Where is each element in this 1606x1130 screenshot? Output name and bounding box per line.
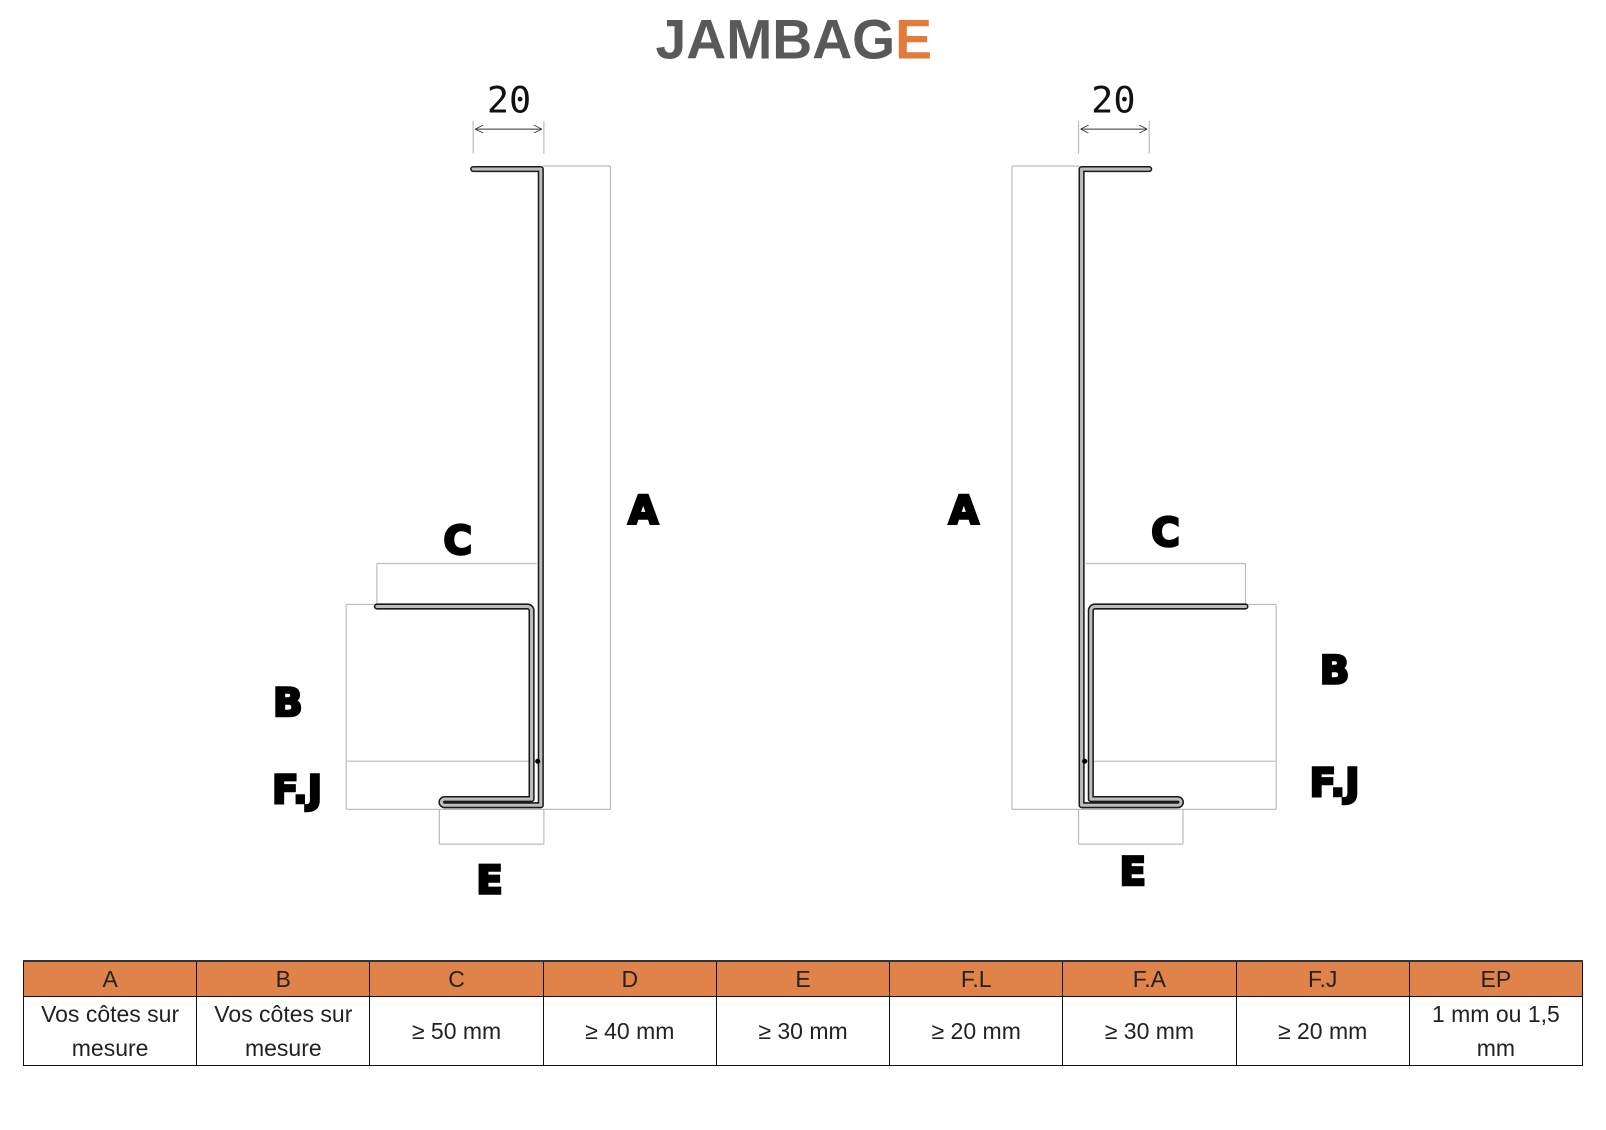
value-c: ≥ 50 mm — [369, 996, 544, 1066]
right-label-e: E — [1120, 850, 1147, 895]
table-row: Vos côtes sur mesure Vos côtes sur mesur… — [22, 996, 1584, 1066]
left-label-fj: F.J — [272, 768, 322, 813]
header-e: E — [715, 960, 891, 997]
header-c: C — [369, 960, 544, 997]
value-fj: ≥ 20 mm — [1235, 996, 1410, 1066]
value-fl: ≥ 20 mm — [889, 996, 1064, 1066]
left-profile: 20 A C B F.J E — [271, 79, 660, 905]
value-ep: 1 mm ou 1,5 mm — [1408, 996, 1584, 1066]
value-b: Vos côtes sur mesure — [196, 996, 371, 1066]
right-profile: 20 A C B F.J E — [947, 79, 1360, 897]
right-label-a: A — [949, 489, 979, 534]
header-fa: F.A — [1062, 960, 1237, 997]
value-a: Vos côtes sur mesure — [22, 996, 198, 1066]
value-fa: ≥ 30 mm — [1062, 996, 1237, 1066]
left-label-a: A — [628, 489, 658, 534]
table-header-row: A B C D E F.L F.A F.J EP — [22, 960, 1584, 997]
header-fj: F.J — [1235, 960, 1410, 997]
left-label-b: B — [273, 681, 303, 726]
right-label-b: B — [1320, 648, 1350, 693]
dimensions-table: A B C D E F.L F.A F.J EP Vos côtes sur m… — [22, 960, 1584, 1066]
header-fl: F.L — [889, 960, 1064, 997]
value-d: ≥ 40 mm — [542, 996, 717, 1066]
right-flange-dimension: 20 — [1091, 79, 1135, 122]
right-label-fj: F.J — [1310, 761, 1360, 806]
header-d: D — [542, 960, 717, 997]
header-b: B — [196, 960, 371, 997]
left-label-e: E — [476, 858, 503, 903]
right-label-c: C — [1151, 511, 1180, 556]
left-label-c: C — [444, 519, 473, 564]
left-flange-dimension: 20 — [487, 79, 531, 122]
header-a: A — [22, 960, 198, 997]
page-title: JAMBAGE — [656, 8, 932, 70]
value-e: ≥ 30 mm — [715, 996, 891, 1066]
header-ep: EP — [1408, 960, 1584, 997]
